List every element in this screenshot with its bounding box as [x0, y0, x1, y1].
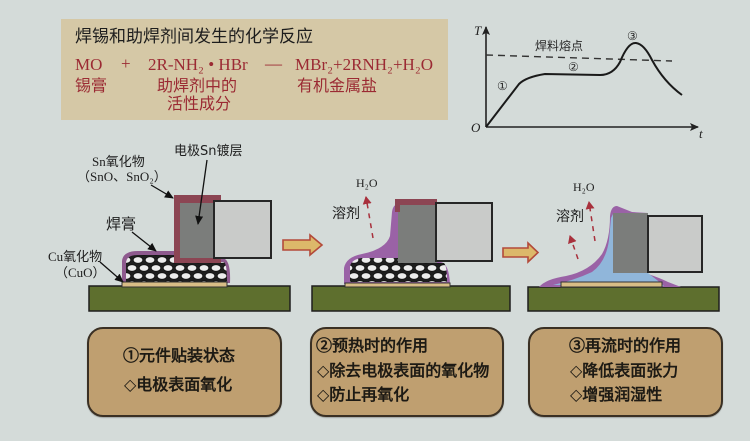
component-body — [213, 200, 272, 259]
temperature-chart — [482, 26, 699, 131]
pointer-cu-oxide — [99, 261, 124, 283]
diagram-reflow — [527, 201, 720, 312]
caption-reflow-point-2: ◇增强润湿性 — [570, 387, 663, 404]
copper-pad — [344, 282, 451, 288]
diagram-preheat — [311, 196, 511, 312]
melting-point-label: 焊料熔点 — [535, 39, 584, 53]
reaction-arrow: — — [265, 54, 282, 73]
caption-preheat-title: ②预热时的作用 — [316, 338, 429, 355]
diagram-placement — [88, 159, 291, 312]
caption-reflow-point-1: ◇降低表面张力 — [570, 363, 679, 380]
caption-preheat-point-1: ◇除去电极表面的氧化物 — [317, 363, 490, 380]
label-solder-paste: 焊膏 — [106, 217, 137, 233]
pointer-solder-paste — [131, 231, 157, 252]
label-water: H₂O — [356, 176, 378, 190]
pcb-base — [527, 286, 720, 312]
electrode — [613, 213, 648, 273]
reaction-box — [61, 19, 448, 120]
process-arrow-icon — [502, 241, 540, 264]
process-arrow-icon — [282, 233, 324, 257]
reaction-products: MBr₂+2RNH₂+H₂O — [295, 55, 434, 74]
copper-pad — [121, 281, 228, 288]
caption-reflow-title: ③再流时的作用 — [569, 338, 682, 355]
annotation-flux-line2: 活性成分 — [167, 96, 232, 113]
annotation-products: 有机金属盐 — [297, 78, 378, 95]
label-cu-oxide: Cu氧化物 — [48, 249, 103, 264]
pointer-sn-oxide — [150, 184, 174, 199]
plus-sign: + — [121, 54, 131, 73]
stage-marker-1: ① — [497, 79, 508, 93]
sn-oxide-remnant — [395, 199, 437, 212]
label-sn-oxide: Sn氧化物 — [92, 154, 145, 169]
electrode — [180, 203, 215, 258]
label-solvent: 溶剂 — [556, 210, 584, 225]
component-body — [647, 215, 703, 273]
solder-paste — [350, 258, 447, 282]
caption-box-reflow — [528, 327, 723, 417]
origin-label: O — [471, 120, 481, 135]
reactant-flux-activator: 2R-NH₂ • HBr — [148, 55, 248, 74]
label-cu-oxide-formula: （CuO） — [55, 265, 106, 280]
y-axis-label: T — [474, 23, 482, 38]
label-sn-oxide-formula: （SnO、SnO₂） — [77, 169, 167, 184]
caption-box-preheat — [310, 327, 504, 417]
label-electrode-plating: 电极Sn镀层 — [174, 144, 243, 159]
stage-marker-3: ③ — [627, 29, 638, 43]
reactant-mo: MO — [75, 55, 103, 74]
molten-solder-fillet — [553, 214, 664, 286]
label-solvent: 溶剂 — [332, 207, 360, 222]
annotation-flux-line1: 助焊剂中的 — [157, 78, 238, 95]
x-axis-label: t — [699, 126, 703, 141]
pcb-base — [311, 285, 511, 312]
copper-pad — [560, 281, 663, 288]
solder-paste — [126, 255, 227, 282]
stage-marker-2: ② — [568, 60, 579, 74]
caption-placement-title: ①元件贴装状态 — [123, 348, 236, 365]
caption-box-placement — [87, 327, 282, 417]
label-water: H₂O — [573, 180, 595, 194]
electrode — [398, 205, 437, 263]
annotation-solder-paste: 锡膏 — [75, 78, 108, 95]
caption-placement-point: ◇电极表面氧化 — [124, 377, 233, 394]
evaporation-arrow-icon — [585, 201, 596, 242]
pointer-electrode-plating — [195, 159, 208, 225]
evaporation-arrow-icon — [362, 196, 374, 239]
evaporation-arrow-icon — [568, 235, 579, 260]
temperature-curve — [485, 41, 683, 128]
caption-preheat-point-2: ◇防止再氧化 — [317, 387, 410, 404]
melting-point-line — [485, 54, 673, 62]
reaction-title: 焊锡和助焊剂间发生的化学反应 — [75, 27, 313, 47]
pcb-base — [88, 285, 291, 312]
component-body — [435, 202, 493, 262]
